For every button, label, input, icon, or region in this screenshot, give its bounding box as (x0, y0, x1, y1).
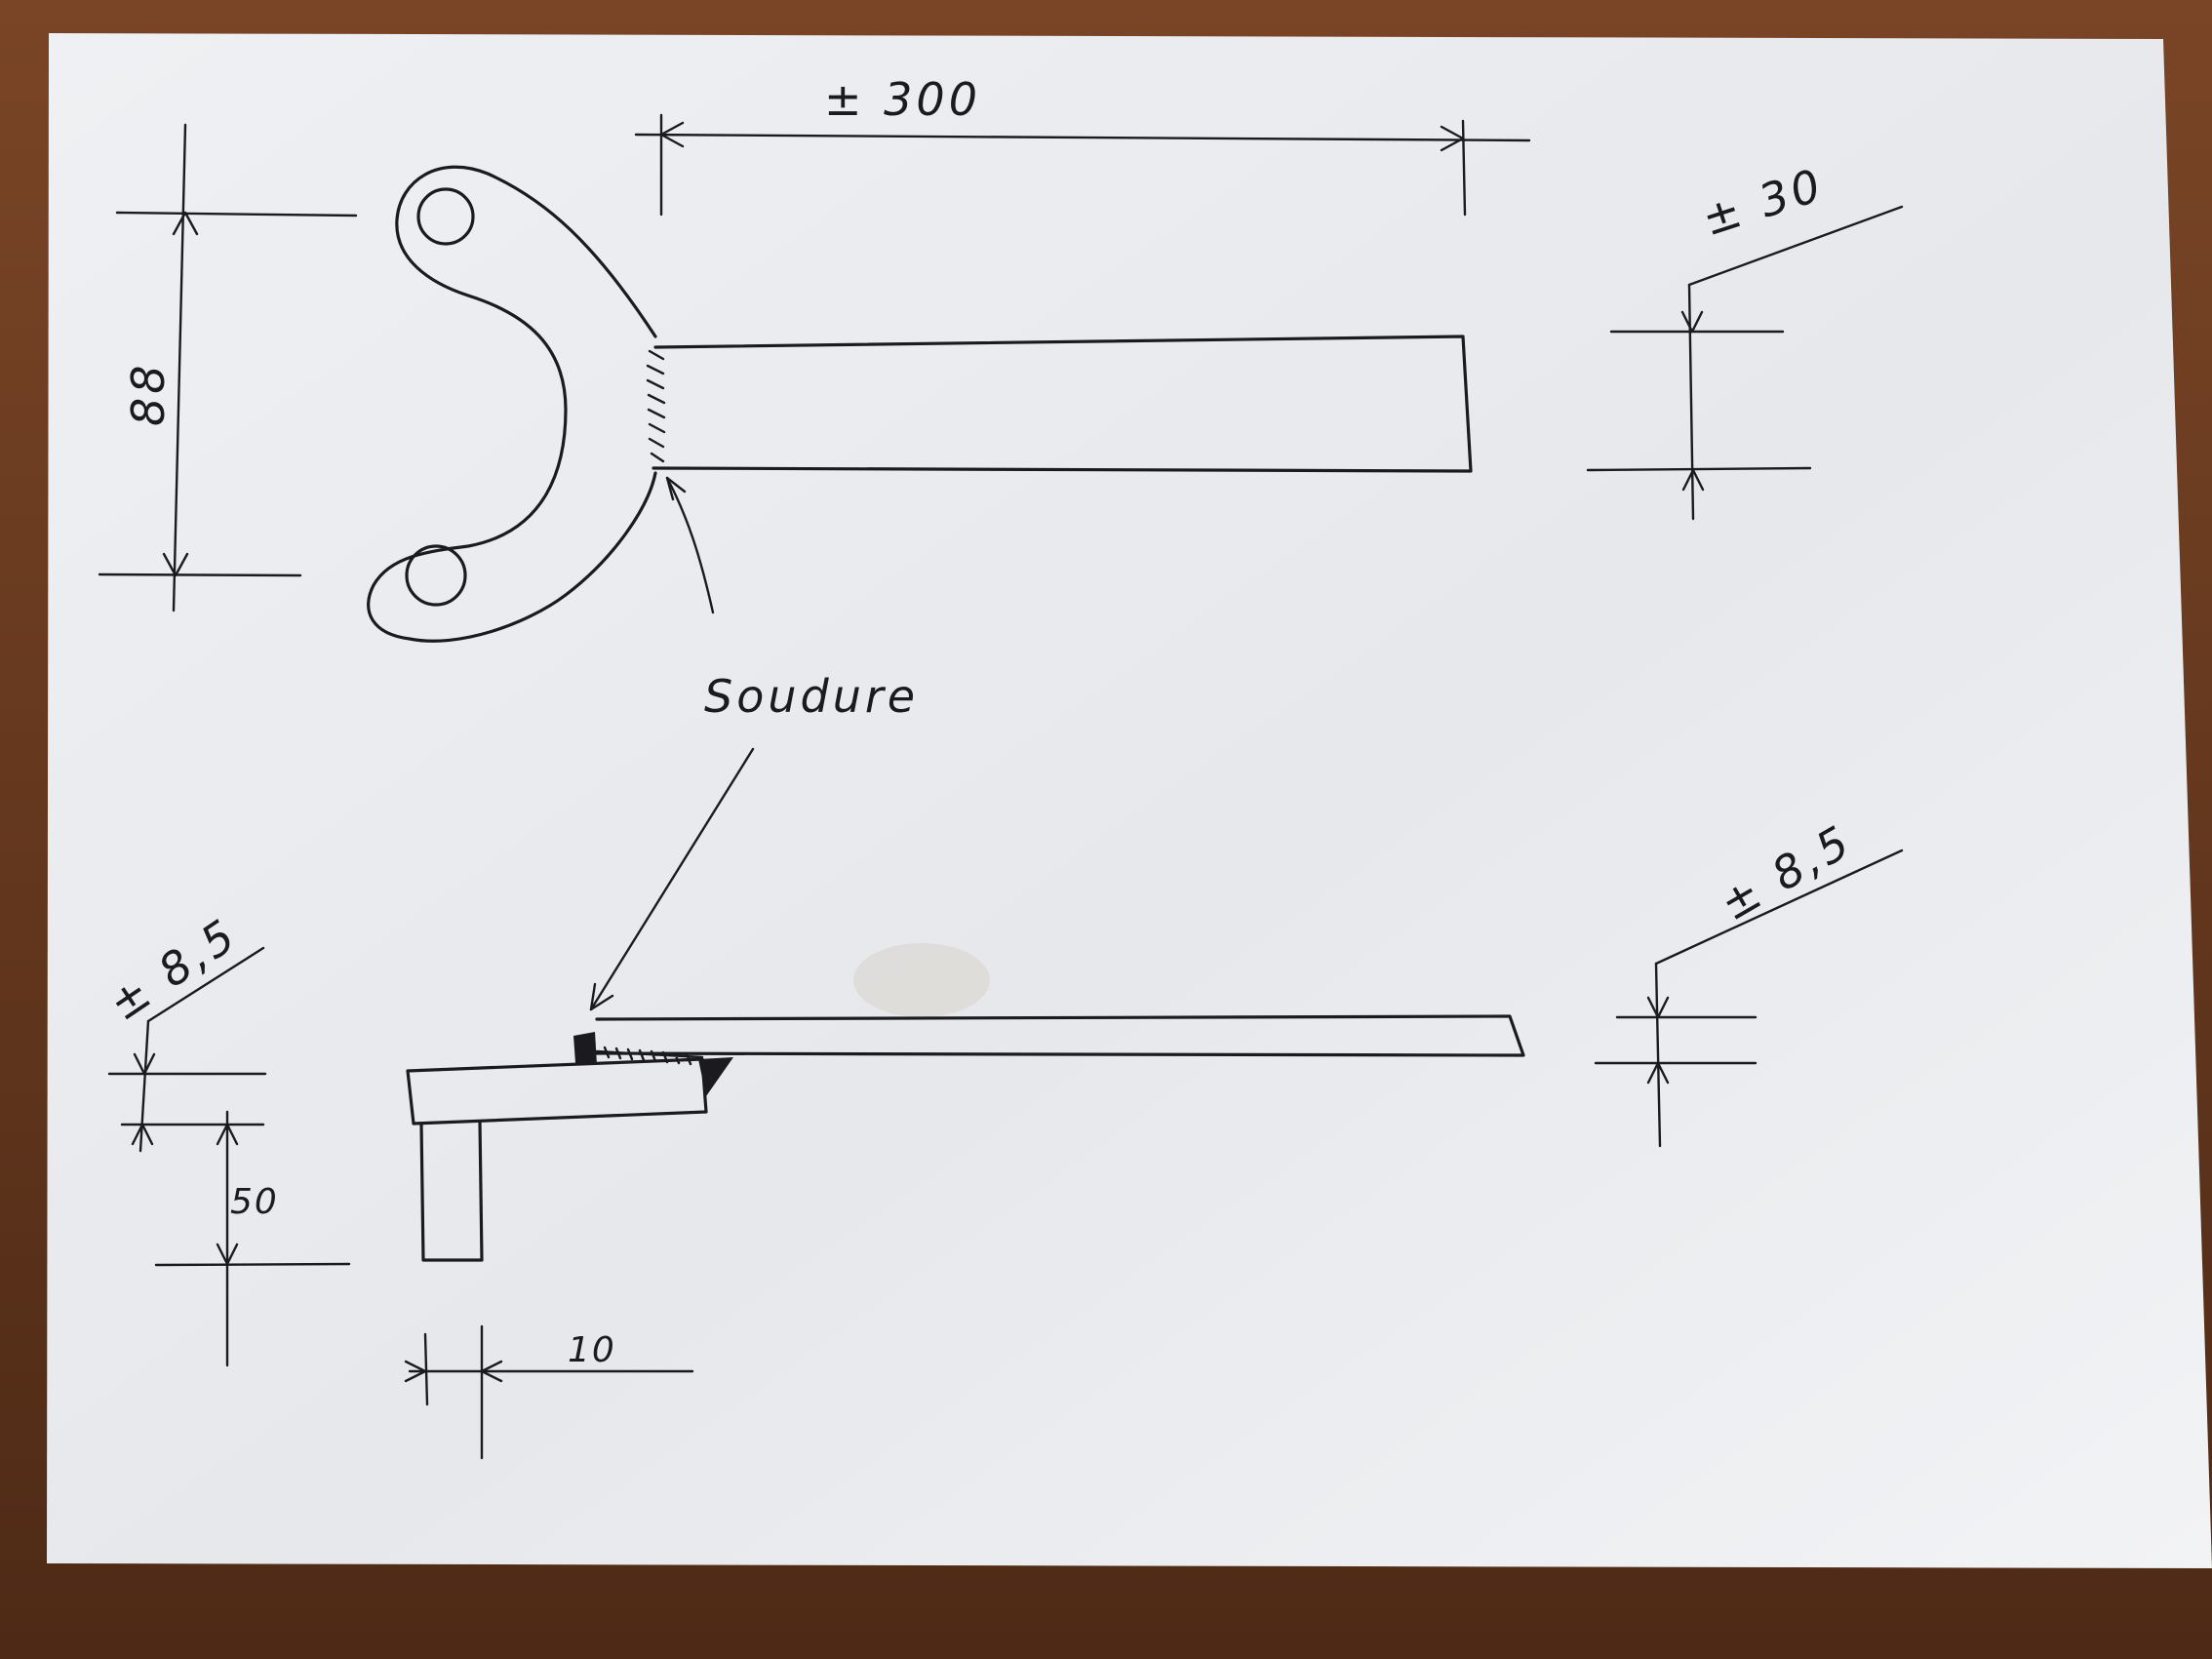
side-view-part (406, 1014, 1525, 1262)
dim-height-top-label: 88 (122, 361, 175, 426)
weld-bead-left (573, 1032, 597, 1065)
weld-leader-arrowhead (589, 982, 614, 1011)
weld-leader-line (589, 747, 755, 1011)
dim-length-top-label: ± 300 (824, 73, 981, 126)
fork-hole-top (416, 187, 475, 246)
dim-height-left-bottom-label: 50 (230, 1182, 279, 1222)
weld-bead-right (698, 1057, 733, 1096)
top-weld-arrowhead (665, 476, 687, 501)
top-bar (652, 335, 1473, 473)
side-down-tab (419, 1120, 484, 1262)
weld-label: Soudure (704, 670, 919, 723)
dim-width-bottom: 10 (404, 1324, 694, 1460)
side-long-bar (583, 1014, 1525, 1057)
top-weld-hatch (646, 349, 666, 463)
dim-length-top: ± 300 (634, 73, 1531, 217)
weld-callout: Soudure (589, 670, 919, 1011)
fork-hole-bottom (405, 544, 467, 607)
side-plate (406, 1057, 708, 1126)
weld-bead-hatch (595, 1046, 704, 1066)
paper-sheet (47, 33, 2212, 1568)
top-weld-leader (665, 476, 715, 614)
dim-width-bottom-label: 10 (568, 1330, 616, 1370)
paper-stain (853, 943, 990, 1017)
dim-height-top: 88 (98, 123, 358, 612)
top-view-part (367, 165, 1473, 643)
fork-outer-curve (367, 165, 657, 643)
dim-height-left-bottom: 50 (154, 1110, 351, 1367)
